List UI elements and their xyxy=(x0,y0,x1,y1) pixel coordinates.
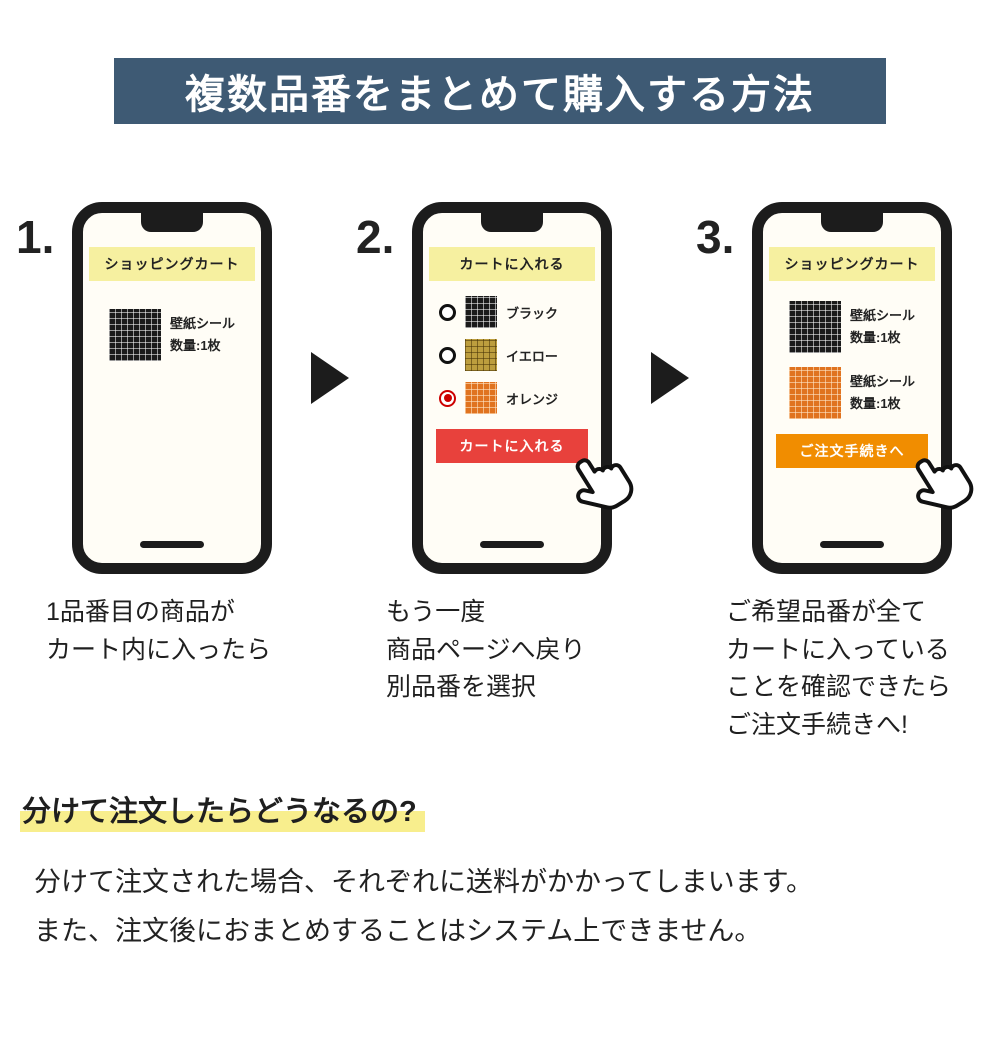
add-to-cart-button[interactable]: カートに入れる xyxy=(436,429,588,463)
note-section: 分けて注文したらどうなるの? 分けて注文された場合、それぞれに送料がかかってしま… xyxy=(0,788,1000,955)
caption-line: 別品番を選択 xyxy=(386,673,537,701)
step-2-number: 2. xyxy=(356,211,395,263)
hand-cursor-icon xyxy=(915,458,974,510)
phone-notch xyxy=(141,213,203,232)
checkout-button[interactable]: ご注文手続きへ xyxy=(776,434,928,468)
product-swatch-orange-icon xyxy=(465,382,497,414)
step-3-number: 3. xyxy=(696,211,735,263)
phone-step-3: ショッピングカート 壁紙シール 数量:1枚 壁紙シール 数量:1枚 xyxy=(752,202,974,574)
caption-line: 1品番目の商品が xyxy=(46,598,235,626)
phone-notch xyxy=(821,213,883,232)
note-body-line: また、注文後におまとめすることはシステム上できません。 xyxy=(34,915,762,946)
page-title: 複数品番をまとめて購入する方法 xyxy=(185,73,815,117)
product-name: 壁紙シール xyxy=(169,315,235,331)
product-quantity: 数量:1枚 xyxy=(169,338,221,353)
option-orange[interactable]: オレンジ xyxy=(439,382,601,414)
step-1: 1. ショッピングカート 壁紙シール 数量:1枚 1品番目の商品が カート内に入… xyxy=(16,202,304,744)
product-screen-title: カートに入れる xyxy=(459,256,565,272)
step-3: 3. ショッピングカート 壁紙シール 数量:1枚 壁紙シール xyxy=(696,202,984,744)
cart-item: 壁紙シール 数量:1枚 xyxy=(763,367,941,419)
option-black[interactable]: ブラック xyxy=(439,296,601,328)
cart-item-text: 壁紙シール 数量:1枚 xyxy=(170,313,235,357)
caption-line: 商品ページへ戻り xyxy=(386,635,586,664)
caption-line: カート内に入ったら xyxy=(46,635,272,664)
caption-line: ことを確認できたら xyxy=(726,673,952,701)
cart-item: 壁紙シール 数量:1枚 xyxy=(763,301,941,353)
note-body-line: 分けて注文された場合、それぞれに送料がかかってしまいます。 xyxy=(34,867,813,897)
cart-screen-header: ショッピングカート xyxy=(89,247,255,281)
cart-item: 壁紙シール 数量:1枚 xyxy=(83,309,261,361)
home-indicator xyxy=(820,541,884,548)
radio-unselected-icon[interactable] xyxy=(439,303,456,321)
option-yellow[interactable]: イエロー xyxy=(439,339,601,371)
cart-screen-header: ショッピングカート xyxy=(769,247,935,281)
step-1-caption: 1品番目の商品が カート内に入ったら xyxy=(46,594,304,669)
product-swatch-orange-icon xyxy=(788,367,841,419)
step-2-caption: もう一度 商品ページへ戻り 別品番を選択 xyxy=(386,594,644,707)
arrow-right-icon xyxy=(651,352,689,404)
option-label: ブラック xyxy=(506,305,559,321)
product-screen-header: カートに入れる xyxy=(429,247,595,281)
cart-item-text: 壁紙シール 数量:1枚 xyxy=(850,305,915,349)
product-quantity: 数量:1枚 xyxy=(849,330,901,345)
caption-line: ご注文手続きへ! xyxy=(726,710,908,739)
product-quantity: 数量:1枚 xyxy=(849,396,901,411)
home-indicator xyxy=(480,541,544,548)
step-3-caption: ご希望品番が全て カートに入っている ことを確認できたら ご注文手続きへ! xyxy=(726,594,984,744)
caption-line: ご希望品番が全て xyxy=(726,598,927,626)
arrow-2 xyxy=(644,202,696,744)
hand-cursor-icon xyxy=(575,458,634,510)
arrow-right-icon xyxy=(311,352,349,404)
steps-row: 1. ショッピングカート 壁紙シール 数量:1枚 1品番目の商品が カート内に入… xyxy=(0,202,1000,744)
note-heading: 分けて注文したらどうなるの? xyxy=(20,788,980,832)
step-2: 2. カートに入れる ブラック イエロー xyxy=(356,202,644,744)
product-swatch-black-icon xyxy=(108,309,161,361)
note-body: 分けて注文された場合、それぞれに送料がかかってしまいます。 また、注文後におまと… xyxy=(34,858,980,955)
product-name: 壁紙シール xyxy=(849,373,915,389)
color-options: ブラック イエロー オレンジ xyxy=(439,296,601,414)
phone-step-2: カートに入れる ブラック イエロー xyxy=(412,202,634,574)
phone-step-1: ショッピングカート 壁紙シール 数量:1枚 xyxy=(72,202,272,574)
caption-line: もう一度 xyxy=(386,598,486,626)
note-heading-text: 分けて注文したらどうなるの? xyxy=(20,788,425,832)
step-1-number: 1. xyxy=(16,211,55,263)
option-label: オレンジ xyxy=(506,391,559,407)
radio-unselected-icon[interactable] xyxy=(439,346,456,364)
arrow-1 xyxy=(304,202,356,744)
home-indicator xyxy=(140,541,204,548)
product-swatch-black-icon xyxy=(465,296,497,328)
banner: 複数品番をまとめて購入する方法 xyxy=(114,58,886,124)
product-swatch-black-icon xyxy=(788,301,841,353)
cart-screen-title: ショッピングカート xyxy=(784,256,920,272)
caption-line: カートに入っている xyxy=(726,635,950,664)
product-name: 壁紙シール xyxy=(849,307,915,323)
cart-item-text: 壁紙シール 数量:1枚 xyxy=(850,371,915,415)
product-swatch-yellow-icon xyxy=(465,339,497,371)
option-label: イエロー xyxy=(506,348,558,364)
radio-selected-icon[interactable] xyxy=(439,389,456,407)
cart-screen-title: ショッピングカート xyxy=(104,256,240,272)
phone-notch xyxy=(481,213,543,232)
